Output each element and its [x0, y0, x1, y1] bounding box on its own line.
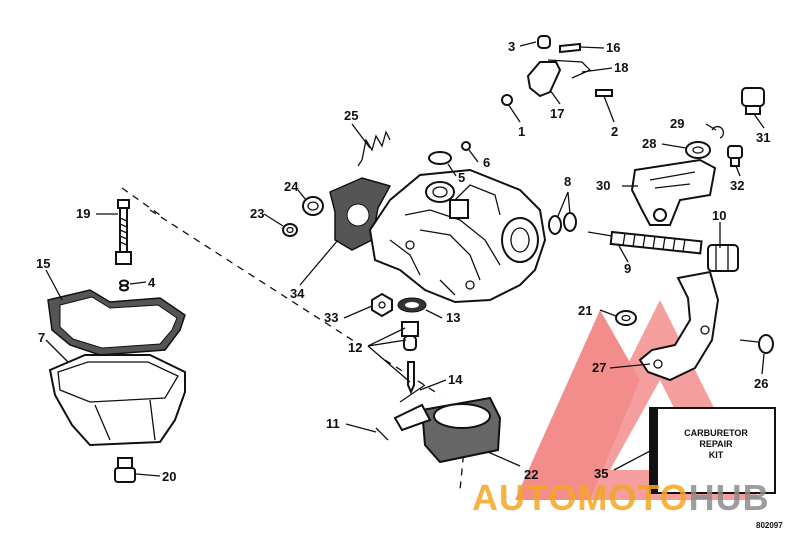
kit-line3: KIT — [709, 450, 724, 460]
part-screw-26 — [739, 334, 774, 354]
part-needle-valve — [115, 199, 132, 265]
callout-18: 18 — [614, 60, 628, 75]
kit-line1: CARBURETOR — [684, 428, 748, 438]
part-washer-24 — [302, 196, 324, 216]
callout-22: 22 — [524, 467, 538, 482]
callout-21: 21 — [578, 303, 592, 318]
part-carburetor-body — [368, 168, 547, 304]
watermark-triangle-left — [515, 310, 640, 500]
leader-lines — [45, 41, 765, 477]
callout-19: 19 — [76, 206, 90, 221]
watermark-text: AUTOMOTOHUB — [472, 477, 770, 518]
callout-11: 11 — [326, 416, 340, 431]
callout-1: 1 — [518, 124, 525, 139]
callout-8: 8 — [564, 174, 571, 189]
callout-26: 26 — [754, 376, 768, 391]
callout-10: 10 — [712, 208, 726, 223]
callout-23: 23 — [250, 206, 264, 221]
part-nut-33 — [371, 292, 393, 318]
drawing-code: 802097 — [756, 521, 783, 530]
part-float-pin-14 — [399, 384, 426, 403]
callout-16: 16 — [606, 40, 620, 55]
callout-28: 28 — [642, 136, 656, 151]
callout-29: 29 — [670, 116, 684, 131]
part-packing-nut-10 — [707, 244, 739, 272]
kit-line2: REPAIR — [699, 439, 733, 449]
watermark-part1: AUTOMOTO — [472, 477, 689, 518]
part-drain-screw — [114, 457, 136, 483]
callout-27: 27 — [592, 360, 606, 375]
callout-24: 24 — [284, 179, 299, 194]
callout-34: 34 — [290, 286, 305, 301]
part-small-spring — [119, 279, 129, 292]
part-bracket-27 — [638, 270, 720, 382]
callout-20: 20 — [162, 469, 176, 484]
callout-2: 2 — [611, 124, 618, 139]
part-gasket-13 — [397, 297, 427, 313]
part-hinge-pin-11 — [375, 427, 389, 441]
part-screw-31 — [741, 87, 765, 115]
callout-35: 35 — [594, 466, 608, 481]
part-cam-follower — [501, 35, 613, 106]
part-washer-28 — [685, 141, 711, 159]
callout-7: 7 — [38, 330, 45, 345]
part-float — [393, 396, 502, 464]
part-washer-21 — [615, 310, 637, 326]
callout-33: 33 — [324, 310, 338, 325]
callout-4: 4 — [148, 275, 156, 290]
part-throttle-spring — [357, 130, 391, 167]
callout-13: 13 — [446, 310, 460, 325]
callout-5: 5 — [458, 170, 465, 185]
part-screw-32 — [727, 145, 743, 167]
watermark-part2: HUB — [689, 477, 770, 518]
part-float-bowl-gasket — [47, 289, 186, 356]
part-welch-plug — [428, 151, 452, 165]
callout-31: 31 — [756, 130, 770, 145]
callout-32: 32 — [730, 178, 744, 193]
callout-3: 3 — [508, 39, 515, 54]
callout-30: 30 — [596, 178, 610, 193]
part-high-speed-needle — [587, 230, 703, 255]
callout-25: 25 — [344, 108, 358, 123]
part-washer-23 — [282, 223, 298, 237]
callout-15: 15 — [36, 256, 50, 271]
part-washers-8 — [548, 212, 577, 235]
part-check-ball — [461, 141, 471, 151]
callout-17: 17 — [550, 106, 564, 121]
part-float-bowl — [48, 354, 186, 447]
callout-14: 14 — [448, 372, 463, 387]
callout-9: 9 — [624, 261, 631, 276]
part-choke-shaft-plate — [630, 158, 717, 226]
callout-12: 12 — [348, 340, 362, 355]
repair-kit-box — [649, 407, 776, 494]
callout-6: 6 — [483, 155, 490, 170]
